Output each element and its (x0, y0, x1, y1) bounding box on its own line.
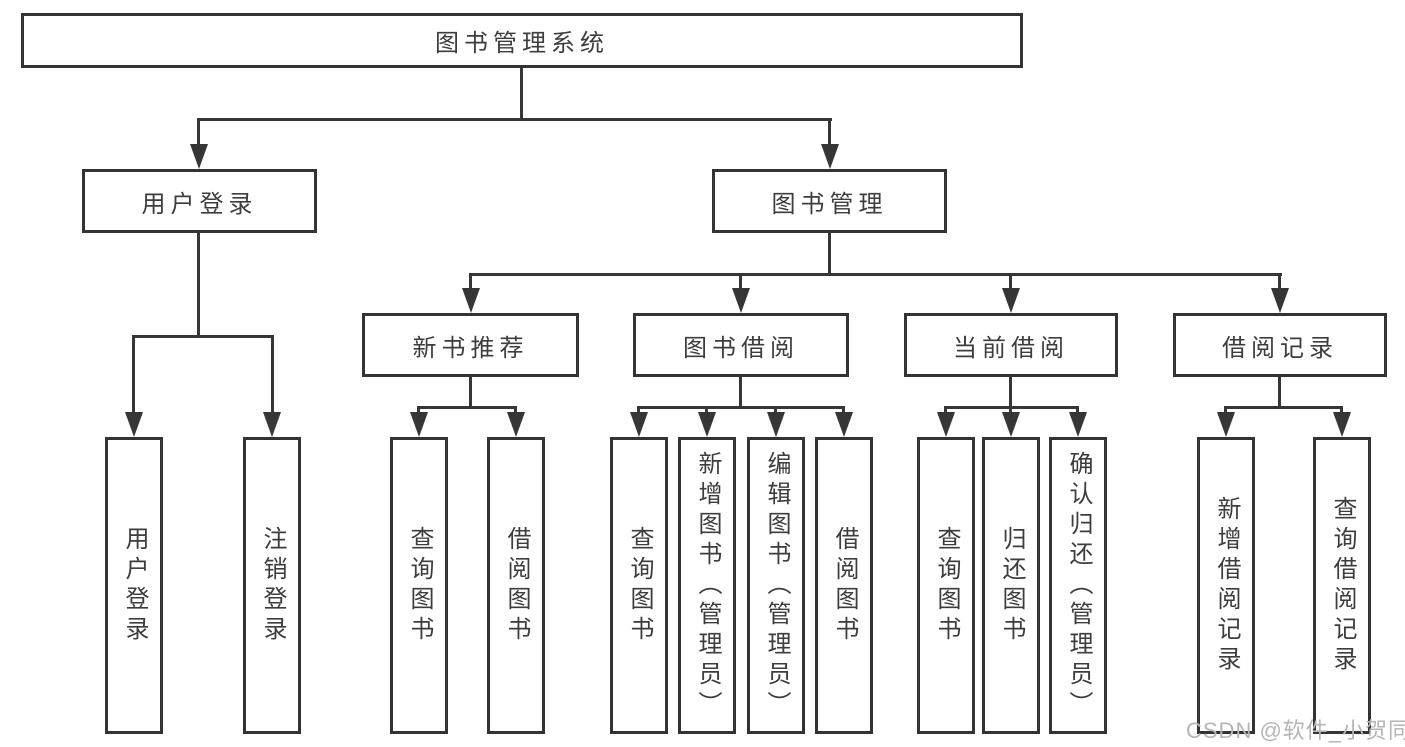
connector-current-borrow-stub (1009, 377, 1012, 408)
arrow-down-icon (821, 144, 839, 169)
node-label: 图书借阅 (683, 334, 799, 362)
node-label: 用户登录 (141, 190, 258, 218)
connector-drop-current-borrow (1009, 273, 1012, 291)
connector-drop-user-login (197, 118, 200, 147)
connector-user-login-rail (132, 335, 274, 338)
leaf-borrow-books-recommend: 借阅图书 (487, 437, 545, 734)
leaf-label: 归还图书 (998, 525, 1025, 646)
arrow-down-icon (630, 412, 648, 437)
connector-drop (1076, 406, 1079, 415)
connector-new-book-recommend-stub (469, 377, 472, 408)
connector-borrow-records-stub (1278, 377, 1281, 408)
arrow-down-icon (1333, 412, 1351, 437)
connector-drop-leaf-logout (271, 335, 274, 415)
arrow-down-icon (410, 412, 428, 437)
connector-drop (705, 406, 708, 415)
leaf-return-book: 归还图书 (982, 437, 1040, 734)
arrow-down-icon (1271, 288, 1289, 313)
leaf-label: 借阅图书 (503, 525, 530, 646)
leaf-add-borrow-record: 新增借阅记录 (1197, 437, 1255, 734)
connector-drop-borrow-records (1278, 273, 1281, 291)
node-current-borrow: 当前借阅 (904, 313, 1118, 377)
connector-drop-leaf-user-login (132, 335, 135, 415)
leaf-query-books-recommend: 查询图书 (390, 437, 448, 734)
connector-book-borrow-rail (637, 406, 845, 409)
leaf-query-books-current: 查询图书 (917, 437, 975, 734)
connector-drop (1340, 406, 1343, 415)
leaf-edit-book-admin: 编辑图书（管理员） (747, 437, 805, 734)
leaf-query-borrow-record: 查询借阅记录 (1313, 437, 1371, 734)
node-label: 借阅记录 (1222, 334, 1338, 362)
connector-drop-new-book-recommend (469, 273, 472, 291)
node-label: 当前借阅 (953, 334, 1069, 362)
connector-level2-rail (197, 118, 832, 121)
leaf-query-books-borrow: 查询图书 (610, 437, 668, 734)
leaf-label: 查询图书 (406, 525, 433, 646)
connector-drop (1224, 406, 1227, 415)
connector-drop (944, 406, 947, 415)
node-book-borrow: 图书借阅 (633, 313, 849, 377)
node-library-management-system: 图书管理系统 (21, 13, 1023, 68)
leaf-add-book-admin: 新增图书（管理员） (678, 437, 736, 734)
leaf-user-login: 用户登录 (105, 437, 163, 734)
leaf-label: 查询图书 (626, 525, 653, 646)
connector-new-book-recommend-rail (417, 406, 517, 409)
leaf-label: 用户登录 (121, 525, 148, 646)
connector-drop (514, 406, 517, 415)
connector-borrow-records-rail (1224, 406, 1343, 409)
connector-drop-book-management (828, 118, 831, 147)
connector-drop (417, 406, 420, 415)
leaf-label: 新增借阅记录 (1213, 495, 1240, 676)
connector-level3-rail (469, 273, 1282, 276)
leaf-label: 借阅图书 (831, 525, 858, 646)
leaf-label: 新增图书（管理员） (694, 450, 721, 721)
arrow-down-icon (507, 412, 525, 437)
arrow-down-icon (698, 412, 716, 437)
arrow-down-icon (1069, 412, 1087, 437)
arrow-down-icon (125, 412, 143, 437)
node-label: 图书管理 (771, 190, 888, 218)
arrow-down-icon (1002, 288, 1020, 313)
connector-user-login-stub (197, 233, 200, 338)
arrow-down-icon (732, 288, 750, 313)
arrow-down-icon (1002, 412, 1020, 437)
leaf-label: 确认归还（管理员） (1065, 450, 1092, 721)
leaf-label: 查询借阅记录 (1329, 495, 1356, 676)
arrow-down-icon (937, 412, 955, 437)
arrow-down-icon (263, 412, 281, 437)
leaf-borrow-books: 借阅图书 (815, 437, 873, 734)
node-label: 图书管理系统 (435, 30, 609, 57)
connector-book-borrow-stub (739, 377, 742, 408)
connector-drop (637, 406, 640, 415)
connector-drop (842, 406, 845, 415)
leaf-label: 查询图书 (933, 525, 960, 646)
node-book-management: 图书管理 (712, 169, 947, 233)
leaf-label: 注销登录 (259, 525, 286, 646)
node-label: 新书推荐 (412, 334, 529, 362)
leaf-confirm-return-admin: 确认归还（管理员） (1049, 437, 1107, 734)
arrow-down-icon (462, 288, 480, 313)
connector-drop (1009, 406, 1012, 415)
connector-book-management-stub (828, 233, 831, 276)
connector-root-stub (520, 68, 523, 119)
connector-drop-book-borrow (739, 273, 742, 291)
arrow-down-icon (835, 412, 853, 437)
node-new-book-recommend: 新书推荐 (362, 313, 579, 377)
node-borrow-records: 借阅记录 (1173, 313, 1387, 377)
arrow-down-icon (767, 412, 785, 437)
leaf-logout-login: 注销登录 (243, 437, 301, 734)
node-user-login: 用户登录 (82, 169, 317, 233)
arrow-down-icon (190, 144, 208, 169)
watermark-text: CSDN @软件_小贺同学 (1186, 718, 1405, 743)
leaf-label: 编辑图书（管理员） (763, 450, 790, 721)
connector-drop (774, 406, 777, 415)
arrow-down-icon (1217, 412, 1235, 437)
